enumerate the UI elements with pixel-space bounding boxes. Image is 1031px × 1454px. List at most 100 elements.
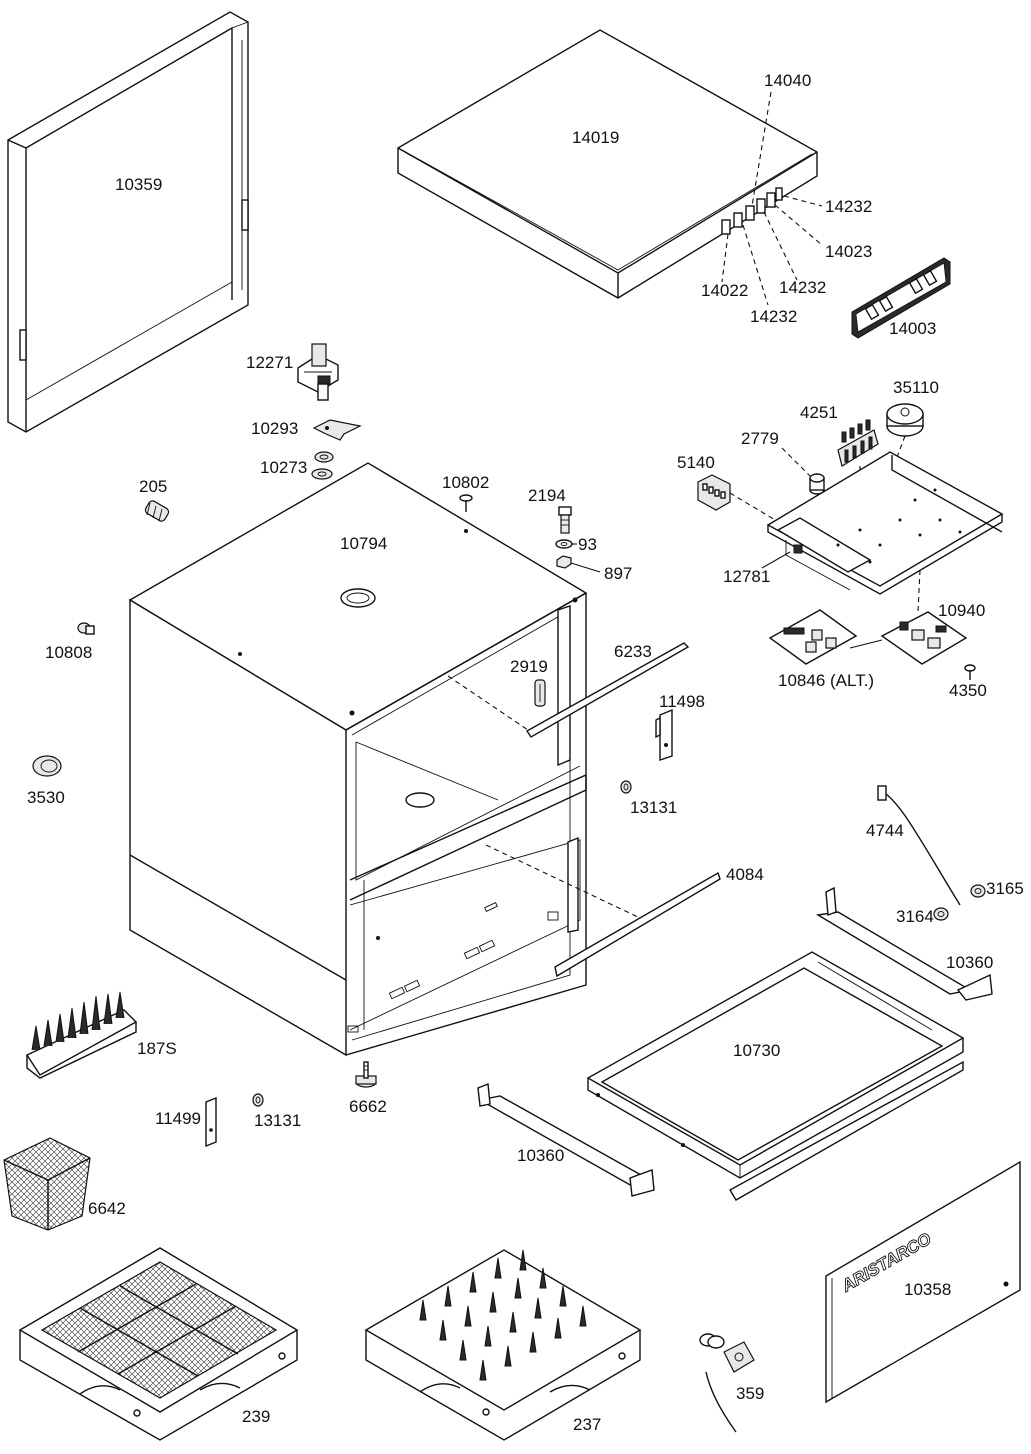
board-10846-alt: [768, 609, 858, 665]
latch-2919: [534, 679, 546, 707]
label-14003: 14003: [889, 319, 936, 338]
leader-2779: [781, 447, 811, 477]
grommet-13131-a: [620, 780, 632, 794]
label-10846-alt: 10846 (ALT.): [778, 671, 874, 690]
top-cover-14019: [397, 29, 818, 299]
label-4251: 4251: [800, 403, 838, 422]
board-10940: [880, 611, 968, 665]
leader-12781: [761, 551, 791, 569]
leader-10846: [849, 639, 883, 649]
label-2919: 2919: [510, 657, 548, 676]
label-2779: 2779: [741, 429, 779, 448]
connector-205: [144, 500, 170, 522]
label-6662: 6662: [349, 1097, 387, 1116]
label-3164: 3164: [896, 907, 934, 926]
grommet-3530: [32, 755, 62, 777]
label-237: 237: [573, 1415, 601, 1434]
label-14022: 14022: [701, 281, 748, 300]
label-6233: 6233: [614, 642, 652, 661]
label-10802: 10802: [442, 473, 489, 492]
nut-897: [556, 555, 572, 569]
leader-5140: [729, 492, 793, 531]
strip-4084: [554, 871, 721, 978]
part-labels: 10359 14019 14040 14232 14023 14232 1402…: [27, 71, 1024, 1434]
drawer-tray-10730: [586, 951, 965, 1201]
leader-897: [570, 562, 601, 573]
label-35110: 35110: [893, 378, 939, 397]
label-4084: 4084: [726, 865, 764, 884]
label-14232-c: 14232: [750, 307, 797, 326]
label-4744: 4744: [866, 821, 904, 840]
plate-10293: [312, 419, 362, 441]
switch-slots: [721, 187, 783, 235]
label-12781: 12781: [723, 567, 770, 586]
label-3530: 3530: [27, 788, 65, 807]
label-10360-b: 10360: [517, 1146, 564, 1165]
component-plate-12781: [766, 451, 1004, 595]
strip-6233: [525, 642, 690, 738]
timer-35110: [886, 403, 924, 437]
plug-10808: [77, 622, 95, 635]
sensor-359: [699, 1333, 755, 1433]
label-897: 897: [604, 564, 632, 583]
leader-6233: [447, 675, 529, 731]
label-14040: 14040: [764, 71, 811, 90]
label-10359: 10359: [115, 175, 162, 194]
nut-3164: [933, 907, 949, 921]
label-11499: 11499: [155, 1109, 201, 1128]
label-10940: 10940: [938, 601, 985, 620]
label-10358: 10358: [904, 1280, 951, 1299]
control-plate-14003: [851, 257, 951, 339]
grommet-13131-b: [252, 1093, 264, 1107]
rack-237-pegs: [419, 1249, 587, 1381]
label-11498: 11498: [659, 692, 705, 711]
rack-239: [18, 1247, 299, 1441]
label-93: 93: [578, 535, 597, 554]
bracket-11499: [205, 1096, 217, 1148]
label-10293: 10293: [251, 419, 298, 438]
label-10794: 10794: [340, 534, 387, 553]
contactor-5140: [697, 474, 731, 511]
label-13131-b: 13131: [254, 1111, 301, 1130]
label-359: 359: [736, 1384, 764, 1403]
label-10273: 10273: [260, 458, 307, 477]
label-14232-b: 14232: [779, 278, 826, 297]
fitting-2194: [558, 506, 572, 534]
rail-10360-right: [815, 886, 993, 1001]
capacitor-2779: [809, 473, 825, 495]
label-187s: 187S: [137, 1039, 177, 1058]
label-12271: 12271: [246, 353, 293, 372]
nuts-10273: [311, 451, 334, 480]
screw-10802: [459, 494, 473, 512]
cable-4744: [877, 785, 961, 906]
label-5140: 5140: [677, 453, 715, 472]
screw-4350: [964, 664, 976, 680]
cabinet-10794: [128, 462, 588, 1057]
label-10808: 10808: [45, 643, 92, 662]
label-6642: 6642: [88, 1199, 126, 1218]
label-205: 205: [139, 477, 167, 496]
label-4350: 4350: [949, 681, 987, 700]
leader-10940: [917, 569, 921, 613]
label-3165: 3165: [986, 879, 1024, 898]
label-239: 239: [242, 1407, 270, 1426]
label-10360-a: 10360: [946, 953, 993, 972]
label-13131-a: 13131: [630, 798, 677, 817]
label-10730: 10730: [733, 1041, 780, 1060]
washer-93: [555, 539, 573, 549]
top-cover-leaders: [721, 91, 823, 306]
side-panel-10359: [7, 11, 249, 433]
nut-3165: [970, 884, 986, 898]
foot-6662: [355, 1061, 377, 1088]
bracket-11498: [655, 708, 673, 761]
cutlery-rack-187s: [25, 991, 138, 1079]
terminal-block-4251: [837, 419, 879, 467]
rack-237: [364, 1249, 642, 1441]
label-14232-a: 14232: [825, 197, 872, 216]
label-14023: 14023: [825, 242, 872, 261]
label-2194: 2194: [528, 486, 566, 505]
rail-10360-lower: [477, 1083, 655, 1197]
label-14019: 14019: [572, 128, 619, 147]
